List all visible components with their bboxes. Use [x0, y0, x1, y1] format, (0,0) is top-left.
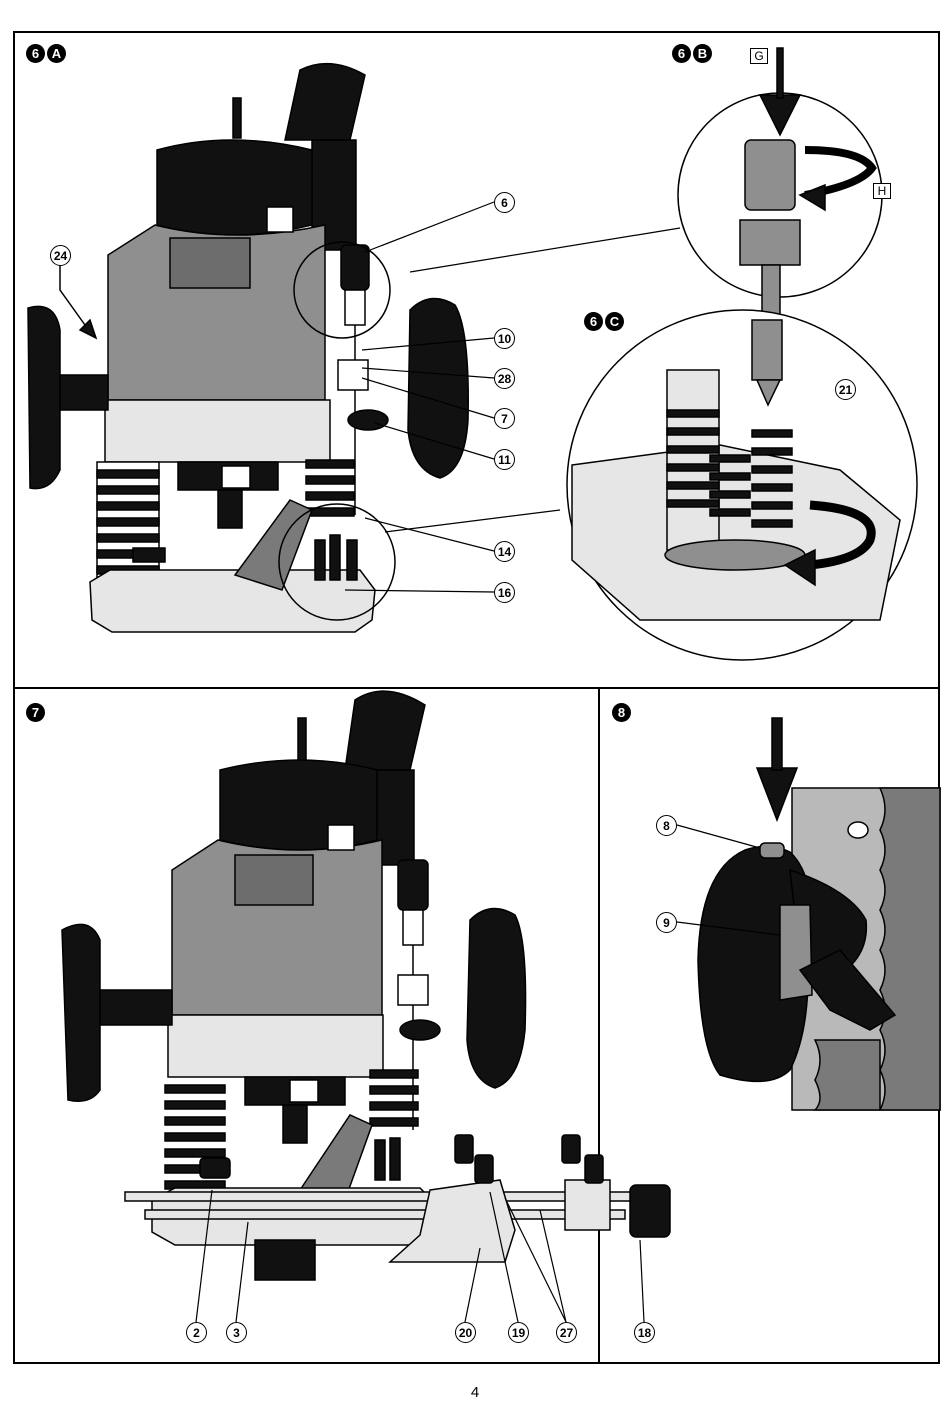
callout-9: 9	[656, 912, 677, 933]
figure-label-6a: 6 A	[26, 44, 66, 63]
callout-2: 2	[186, 1322, 207, 1343]
callout-20: 20	[455, 1322, 476, 1343]
figure-number: 6	[26, 44, 45, 63]
figure-number: 8	[612, 703, 631, 722]
callout-10: 10	[494, 328, 515, 349]
figure-number: 7	[26, 703, 45, 722]
callout-11: 11	[494, 449, 515, 470]
figure-label-6b: 6 B	[672, 44, 712, 63]
figure-label-8: 8	[612, 703, 631, 722]
callout-16: 16	[494, 582, 515, 603]
callout-6: 6	[494, 192, 515, 213]
handle-lever-illustration-8	[698, 718, 940, 1110]
callout-14: 14	[494, 541, 515, 562]
callout-24: 24	[50, 245, 71, 266]
router-illustration-6a	[28, 64, 468, 632]
page-number: 4	[0, 1384, 950, 1401]
figure-number: 6	[672, 44, 691, 63]
callout-18: 18	[634, 1322, 655, 1343]
figure-letter: C	[605, 312, 624, 331]
callout-3: 3	[226, 1322, 247, 1343]
callout-19: 19	[508, 1322, 529, 1343]
figure-label-6c: 6 C	[584, 312, 624, 331]
figure-number: 6	[584, 312, 603, 331]
box-label-h: H	[873, 183, 891, 199]
detail-6c	[567, 310, 917, 660]
figure-label-7: 7	[26, 703, 45, 722]
callout-8: 8	[656, 815, 677, 836]
box-label-g: G	[750, 48, 768, 64]
figure-letter: A	[47, 44, 66, 63]
router-illustration-7	[62, 691, 670, 1280]
callout-21: 21	[835, 379, 856, 400]
callout-27: 27	[556, 1322, 577, 1343]
figure-letter: B	[693, 44, 712, 63]
callout-7: 7	[494, 408, 515, 429]
callout-28: 28	[494, 368, 515, 389]
detail-6b	[678, 48, 882, 320]
